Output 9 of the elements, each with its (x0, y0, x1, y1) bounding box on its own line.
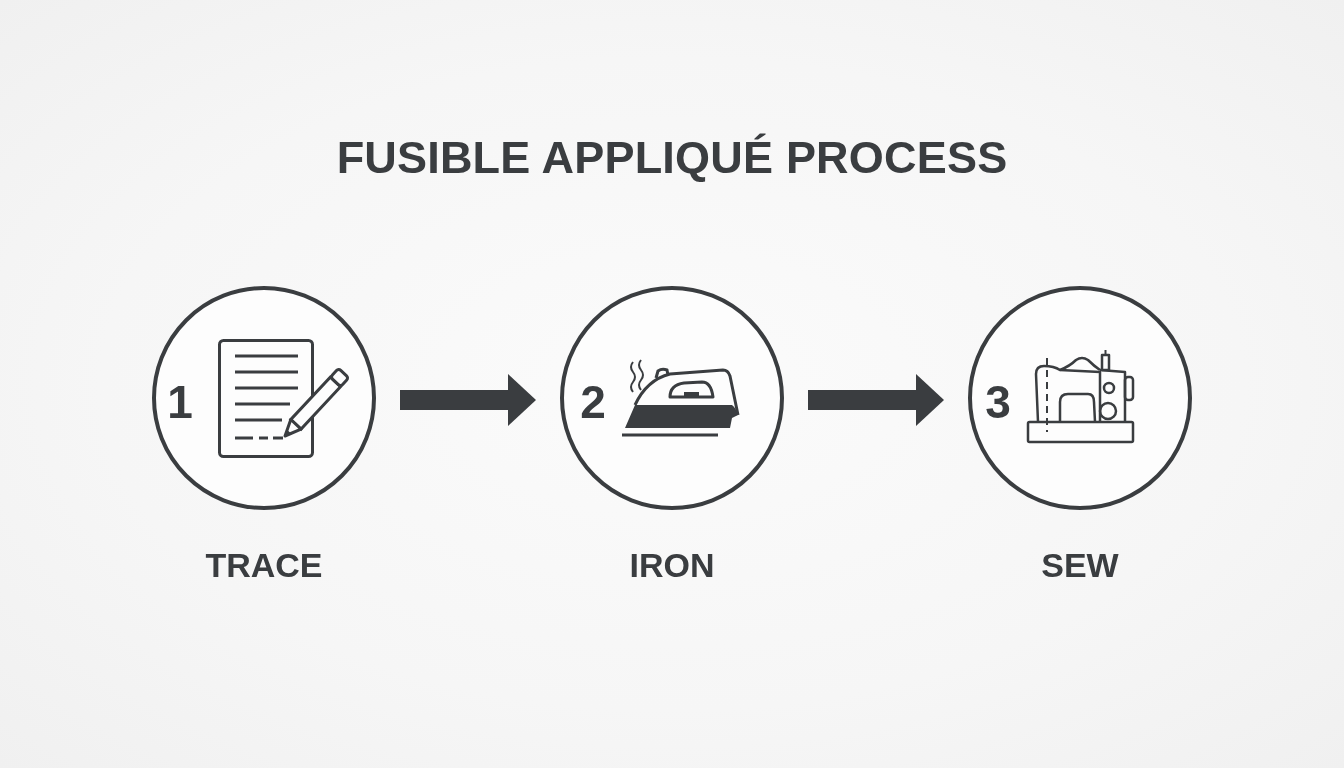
step-number: 1 (166, 378, 194, 426)
step-label: TRACE (204, 545, 324, 585)
arrow (808, 374, 944, 426)
step-label: SEW (1040, 545, 1120, 585)
arrow (400, 374, 536, 426)
diagram-title: FUSIBLE APPLIQUÉ PROCESS (335, 132, 1009, 184)
step-number: 2 (579, 378, 607, 426)
step-number: 3 (984, 378, 1012, 426)
step-label: IRON (628, 545, 716, 585)
